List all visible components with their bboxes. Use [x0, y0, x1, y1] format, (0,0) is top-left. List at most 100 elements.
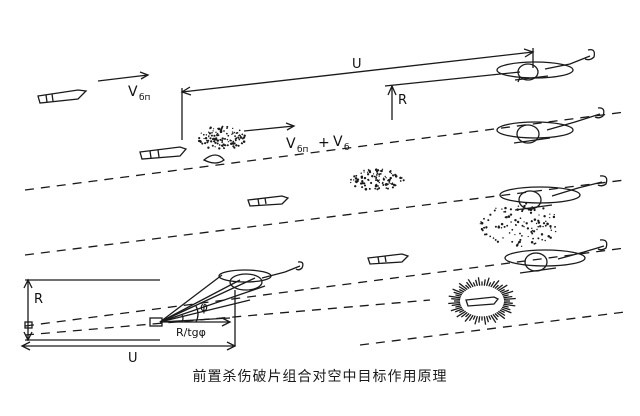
fragment-dot [382, 178, 386, 181]
fragment-spike [503, 301, 513, 304]
fragment-dot [503, 225, 506, 228]
fragment-dot [509, 208, 512, 211]
fragment-dot [217, 127, 221, 131]
fragment-dot [516, 208, 519, 211]
fragment-ring-row5 [448, 277, 516, 325]
fragment-dot [226, 125, 229, 128]
fragment-dot [527, 208, 531, 211]
fragment-dot [504, 210, 507, 213]
fragment-spike [468, 314, 474, 322]
svg-text:бп: бп [139, 93, 151, 103]
fragment-dot [354, 185, 357, 188]
helicopter-bottom-left [218, 261, 304, 291]
fragment-dot [204, 142, 207, 145]
fragment-dot [394, 184, 397, 187]
fragment-spike [492, 279, 500, 289]
fragment-spike [485, 277, 490, 287]
fragment-dot [536, 228, 538, 231]
fragment-dot [363, 171, 365, 173]
fragment-dot [363, 176, 367, 180]
fragment-dot [363, 182, 366, 185]
fragment-dot [375, 183, 378, 186]
fragment-dot [526, 227, 530, 230]
fragment-dot [379, 173, 382, 175]
fragment-spike [496, 284, 504, 291]
fragment-dot [226, 138, 229, 141]
fragment-dot [514, 234, 516, 236]
fragment-dot [391, 183, 394, 185]
fragment-dot [217, 134, 220, 137]
fragment-spike [459, 288, 465, 293]
fragment-dot [378, 179, 380, 181]
fragment-dot [391, 186, 394, 189]
fragment-dot [542, 222, 546, 225]
fragment-dot [508, 232, 511, 234]
geometry-bottom-left [20, 274, 266, 351]
fragment-spike [494, 284, 499, 289]
fragment-dot [531, 206, 533, 208]
fragment-dot [510, 221, 512, 223]
fragment-dot [511, 228, 514, 231]
fragment-dot [529, 211, 533, 214]
fragment-dot [538, 205, 540, 207]
fragment-dot [547, 235, 550, 238]
fragment-dot [227, 134, 230, 137]
fragment-dot [553, 213, 555, 216]
fragment-spike [478, 316, 481, 323]
fragment-dot [399, 176, 402, 180]
fragment-dot [221, 141, 224, 144]
fragment-spike [496, 311, 506, 320]
fragment-spike [488, 315, 492, 320]
fragment-dot [498, 225, 500, 227]
fragment-dot [211, 138, 214, 141]
fragment-dot [240, 137, 242, 139]
label-r-over-tg-phi: R/tgφ [176, 326, 206, 339]
helicopter-row2 [496, 107, 605, 144]
fragment-dot [485, 226, 488, 229]
fragment-dot [218, 147, 221, 150]
fragment-spike [497, 284, 508, 292]
fragment-spike [500, 289, 510, 294]
fragment-spike [459, 309, 465, 314]
fragment-dot [199, 140, 202, 144]
svg-text:V: V [333, 134, 343, 150]
fragment-dot [545, 220, 547, 223]
fragment-dot [243, 134, 246, 137]
shell-row3 [247, 195, 290, 207]
fragment-dot [549, 225, 552, 228]
fragment-spike [490, 280, 496, 288]
fragment-spike [448, 301, 461, 305]
fragment-dot [207, 146, 210, 149]
fragment-dot [479, 223, 481, 225]
fragment-dot [359, 182, 363, 185]
fragment-spike [454, 308, 464, 313]
fragment-dot [506, 224, 509, 227]
fragment-dot [399, 180, 402, 182]
label-u-top: U [352, 57, 362, 72]
fragment-dot [546, 222, 548, 224]
fragment-dot [221, 125, 224, 128]
fragment-dot [230, 140, 233, 142]
fragment-dot [211, 144, 214, 147]
fragment-dot [356, 180, 359, 183]
fragment-dot [538, 214, 540, 216]
fragment-dot [554, 226, 556, 228]
fragment-dot [214, 141, 217, 144]
fragment-dot [211, 131, 213, 134]
fragment-dot [219, 139, 221, 141]
fragment-dot [227, 141, 229, 143]
fragment-spike [455, 294, 462, 297]
fragment-dot [218, 144, 221, 146]
fragment-cloud-row3 [350, 168, 405, 191]
fragment-dot [213, 140, 216, 143]
trajectory-line-1 [24, 111, 626, 191]
fragment-dot [376, 188, 379, 191]
fragment-spike [499, 309, 505, 314]
fragment-spike [474, 279, 479, 287]
fragment-dot [235, 137, 238, 140]
fragment-dot [237, 144, 240, 147]
fragment-dot [212, 130, 214, 132]
fragment-dot [232, 127, 234, 130]
fragment-spike [474, 315, 479, 325]
fragment-dot [378, 173, 381, 176]
